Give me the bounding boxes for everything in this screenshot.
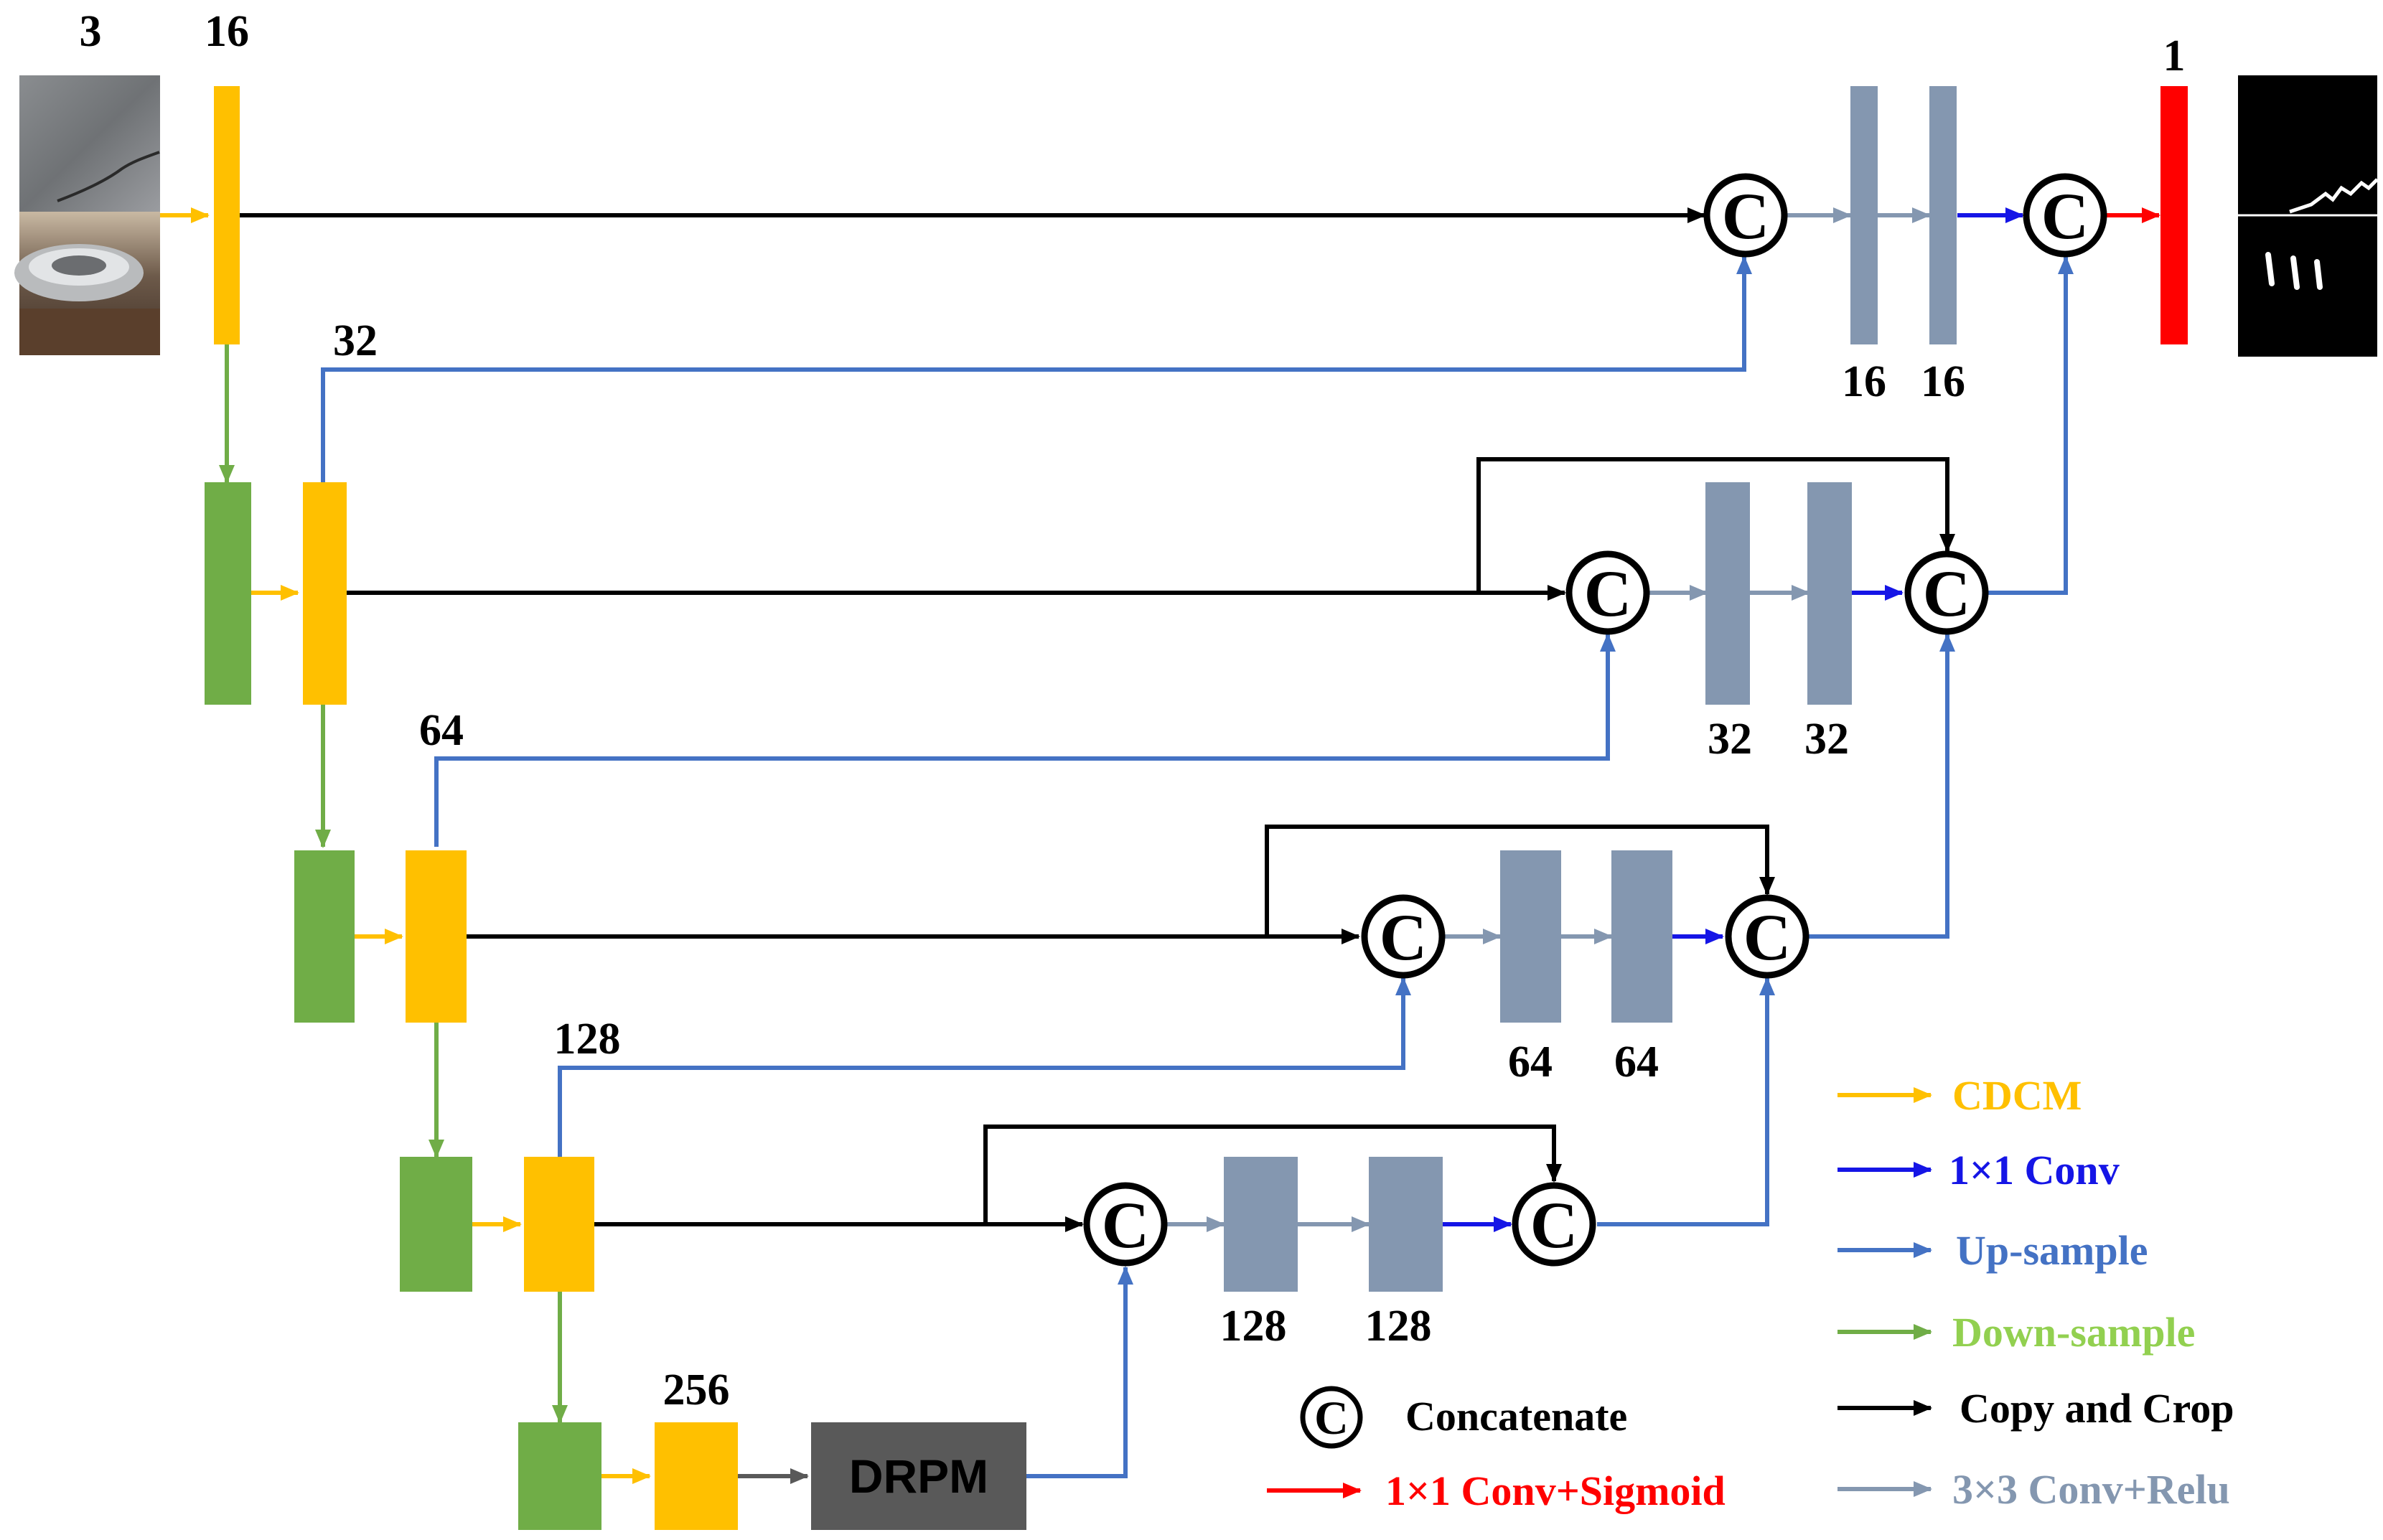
svg-text:C: C xyxy=(1102,1188,1149,1262)
label-dec1b: 16 xyxy=(1921,357,1965,406)
drpm-block xyxy=(811,1422,1026,1530)
up-sample-arrow-drpm xyxy=(1026,1266,1133,1478)
encoder-block-l4 xyxy=(524,1157,594,1292)
legend-concatenate-label: Concatenate xyxy=(1405,1393,1627,1440)
up-sample-arrow-d4-to-d3 xyxy=(1597,977,1775,1226)
label-output-channels: 1 xyxy=(2163,32,2186,80)
legend-sigmoid-label: 1×1 Conv+Sigmoid xyxy=(1385,1468,1726,1514)
label-dec1a: 16 xyxy=(1842,357,1886,406)
up-sample-arrow-l2 xyxy=(434,633,1616,847)
down-sample-block-l4 xyxy=(400,1157,472,1292)
legend-downsample-label: Down-sample xyxy=(1952,1309,2195,1356)
down-sample-block-l5 xyxy=(518,1422,601,1530)
encoder-block-l1 xyxy=(214,86,240,344)
label-dec4a: 128 xyxy=(1220,1302,1287,1351)
label-enc3: 64 xyxy=(419,706,464,755)
svg-text:C: C xyxy=(1923,557,1970,630)
label-enc5: 256 xyxy=(663,1366,730,1414)
legend-upsample-label: Up-sample xyxy=(1956,1227,2148,1274)
up-sample-arrow-l1 xyxy=(321,255,1752,482)
label-dec2b: 32 xyxy=(1804,715,1849,764)
legend: C Concatenate 1×1 Conv+Sigmoid CDCM 1×1 … xyxy=(1267,1072,2234,1514)
label-dec4b: 128 xyxy=(1365,1302,1432,1351)
decoder-block-l1a xyxy=(1850,86,1878,344)
down-sample-block-l3 xyxy=(294,850,355,1023)
svg-text:C: C xyxy=(1743,901,1791,974)
decoder-block-l1b xyxy=(1929,86,1957,344)
concat-node-l3b: C xyxy=(1725,894,1810,979)
legend-conv3x3-label: 3×3 Conv+Relu xyxy=(1952,1466,2230,1513)
label-dec2a: 32 xyxy=(1708,715,1752,764)
encoder-block-l5 xyxy=(655,1422,738,1530)
concat-node-l1b: C xyxy=(2023,173,2107,258)
concat-node-l1a: C xyxy=(1703,173,1788,258)
decoder-block-l3b xyxy=(1611,850,1672,1023)
up-sample-arrow-d2-to-d1 xyxy=(1988,255,2074,595)
copy-crop-skip-l4 xyxy=(983,1125,1562,1224)
svg-text:C: C xyxy=(1584,557,1631,630)
up-sample-arrow-d3-to-d2 xyxy=(1809,633,1955,939)
concat-node-l2b: C xyxy=(1904,550,1989,635)
drpm-label: DRPM xyxy=(849,1450,988,1503)
decoder-block-l2a xyxy=(1705,482,1750,705)
copy-crop-skip-l3 xyxy=(1265,825,1775,936)
decoder-block-l4b xyxy=(1369,1157,1443,1292)
encoder-block-l3 xyxy=(406,850,467,1023)
concat-node-l3a: C xyxy=(1361,894,1446,979)
copy-crop-skip-l2 xyxy=(1476,457,1955,593)
svg-text:C: C xyxy=(1722,179,1769,253)
label-dec3b: 64 xyxy=(1614,1038,1659,1086)
label-enc2: 32 xyxy=(333,316,378,365)
legend-cdcm-label: CDCM xyxy=(1952,1072,2082,1119)
svg-text:C: C xyxy=(1380,901,1427,974)
encoder-block-l2 xyxy=(303,482,347,705)
down-sample-block-l2 xyxy=(205,482,251,705)
legend-conv1x1-label: 1×1 Conv xyxy=(1949,1147,2120,1193)
decoder-block-l3a xyxy=(1500,850,1561,1023)
label-enc1: 16 xyxy=(205,7,249,56)
svg-text:C: C xyxy=(1314,1392,1349,1445)
legend-copy-label: Copy and Crop xyxy=(1960,1385,2234,1432)
svg-text:C: C xyxy=(2041,179,2089,253)
output-block xyxy=(2160,86,2188,344)
label-input-channels: 3 xyxy=(80,7,102,56)
concat-node-l4b: C xyxy=(1512,1182,1596,1267)
concat-node-l2a: C xyxy=(1565,550,1650,635)
svg-text:C: C xyxy=(1530,1188,1578,1262)
output-mask-image xyxy=(2238,75,2379,357)
input-image xyxy=(14,75,160,355)
up-sample-arrow-l3 xyxy=(558,977,1411,1157)
label-enc4: 128 xyxy=(554,1015,621,1064)
decoder-block-l2b xyxy=(1807,482,1852,705)
decoder-block-l4a xyxy=(1224,1157,1298,1292)
label-dec3a: 64 xyxy=(1508,1038,1553,1086)
concat-node-l4a: C xyxy=(1083,1182,1168,1267)
legend-concat-symbol xyxy=(1300,1386,1363,1449)
